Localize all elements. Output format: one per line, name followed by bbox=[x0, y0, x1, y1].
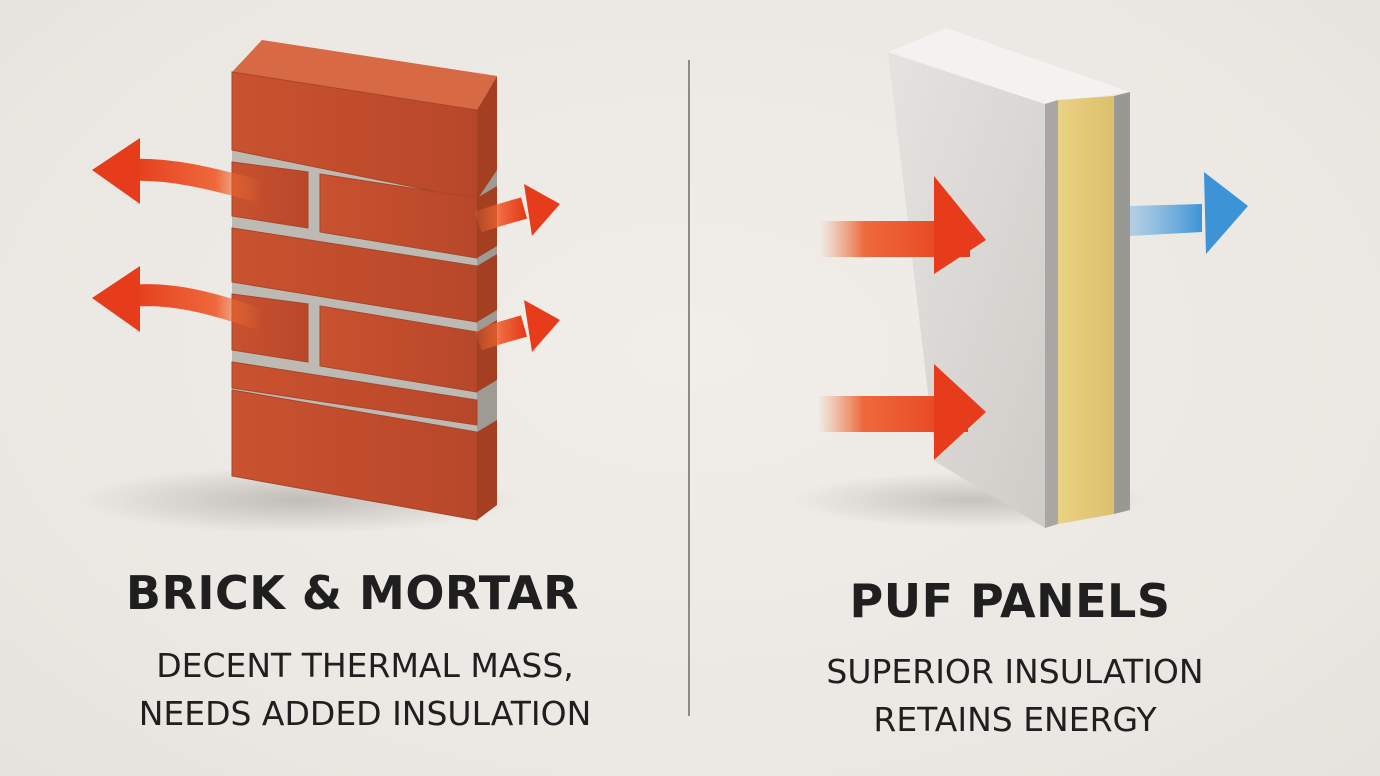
brick bbox=[231, 361, 478, 426]
brick-side-faces bbox=[477, 186, 497, 520]
heat-loss-arrow-icon bbox=[474, 300, 560, 352]
puf-subtitle-line-1: SUPERIOR INSULATION bbox=[826, 652, 1204, 691]
heat-loss-arrow-icon bbox=[474, 184, 560, 236]
panel-back-skin bbox=[1114, 92, 1130, 514]
panel-top bbox=[888, 28, 1130, 104]
cool-arrow-icon bbox=[1130, 172, 1248, 254]
puf-panels-subtitle: SUPERIOR INSULATION RETAINS ENERGY bbox=[690, 648, 1340, 744]
puf-panel-svg bbox=[790, 28, 1248, 528]
brick-subtitle-line-1: DECENT THERMAL MASS, bbox=[156, 646, 574, 685]
brick-courses bbox=[231, 71, 478, 521]
brick-side bbox=[477, 76, 497, 200]
puf-subtitle-line-2: RETAINS ENERGY bbox=[873, 700, 1157, 739]
brick-mortar-subtitle: DECENT THERMAL MASS, NEEDS ADDED INSULAT… bbox=[0, 642, 730, 738]
puf-panels-title: PUF PANELS bbox=[849, 574, 1171, 628]
brick-wall-illustration bbox=[0, 0, 690, 560]
heat-loss-arrow-icon bbox=[92, 266, 266, 332]
brick-subtitle-line-2: NEEDS ADDED INSULATION bbox=[138, 694, 592, 733]
center-divider bbox=[688, 60, 690, 716]
puf-panel-illustration bbox=[690, 0, 1380, 560]
panel-face bbox=[888, 52, 1045, 528]
brick-top-face bbox=[232, 40, 497, 110]
heat-loss-arrow-icon bbox=[92, 138, 265, 204]
heat-arrow-icon bbox=[818, 364, 986, 460]
insulation-core bbox=[1058, 96, 1114, 524]
brick-mortar-title: BRICK & MORTAR bbox=[125, 566, 580, 620]
panel-skin bbox=[1045, 100, 1058, 528]
heat-arrow-icon bbox=[820, 176, 986, 274]
brick-wall-svg bbox=[80, 40, 560, 534]
